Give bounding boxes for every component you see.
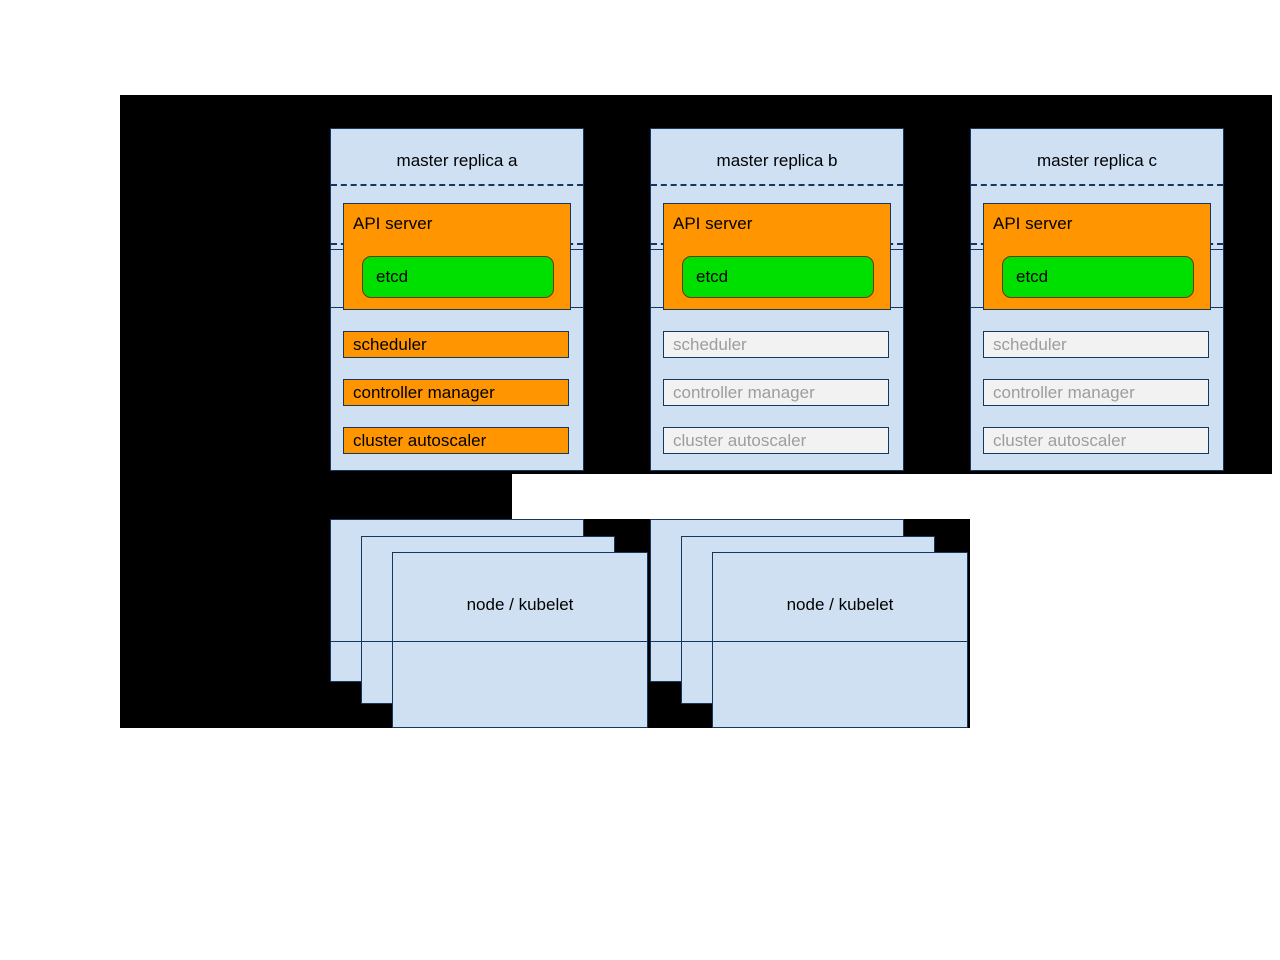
master-replica-a-api-server-label: API server bbox=[353, 214, 433, 233]
master-replica-a-scheduler[interactable]: scheduler bbox=[343, 331, 569, 358]
master-replica-c-scheduler[interactable]: scheduler bbox=[983, 331, 1209, 358]
master-replica-c-api-server-label: API server bbox=[993, 214, 1073, 233]
node-stack-1-label: node / kubelet bbox=[466, 595, 574, 614]
master-replica-a-cluster-autoscaler[interactable]: cluster autoscaler bbox=[343, 427, 569, 454]
master-replica-c-controller-manager[interactable]: controller manager bbox=[983, 379, 1209, 406]
master-replica-c-cluster-autoscaler[interactable]: cluster autoscaler bbox=[983, 427, 1209, 454]
replica-b-dash-top bbox=[651, 184, 903, 186]
master-replica-b-api-server-label: API server bbox=[673, 214, 753, 233]
master-replica-b-cluster-autoscaler[interactable]: cluster autoscaler bbox=[663, 427, 889, 454]
replica-c-dash-top bbox=[971, 184, 1223, 186]
node-stack-1-layer-front[interactable]: node / kubelet bbox=[392, 552, 648, 728]
master-replica-b-controller-manager[interactable]: controller manager bbox=[663, 379, 889, 406]
master-replica-c-title: master replica c bbox=[1037, 151, 1157, 170]
node-stack-2-label: node / kubelet bbox=[786, 595, 894, 614]
master-replica-a-title: master replica a bbox=[396, 151, 518, 170]
node-stack-2-layer-front[interactable]: node / kubelet bbox=[712, 552, 968, 728]
master-replica-a-controller-manager[interactable]: controller manager bbox=[343, 379, 569, 406]
node-stack-1-divider bbox=[330, 641, 648, 642]
replica-a-dash-top bbox=[331, 184, 583, 186]
master-replica-b-scheduler[interactable]: scheduler bbox=[663, 331, 889, 358]
master-replica-a-etcd[interactable]: etcd bbox=[362, 256, 554, 298]
master-replica-b-etcd[interactable]: etcd bbox=[682, 256, 874, 298]
node-stack-2-divider bbox=[650, 641, 968, 642]
master-replica-c-etcd[interactable]: etcd bbox=[1002, 256, 1194, 298]
master-replica-b-title: master replica b bbox=[716, 151, 838, 170]
